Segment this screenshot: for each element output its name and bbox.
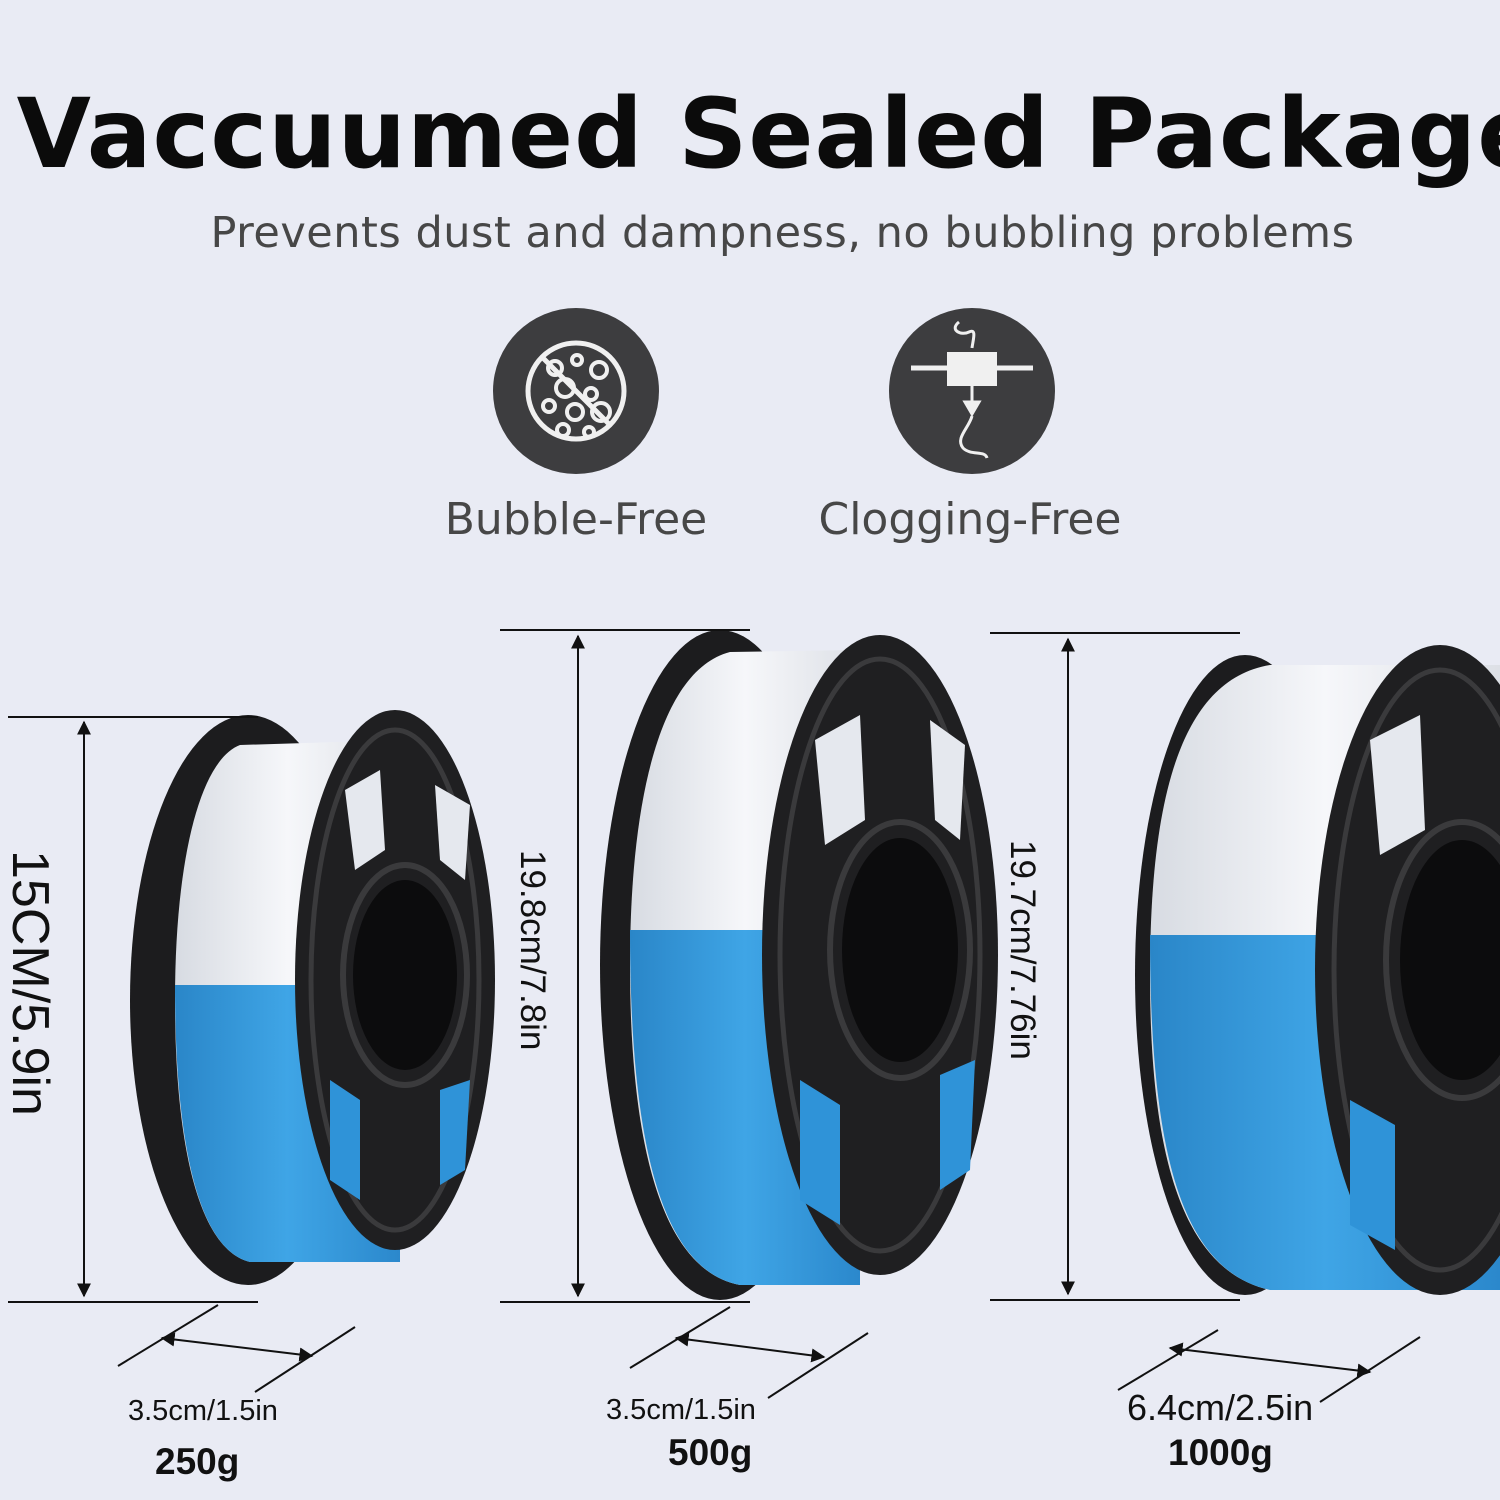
width-label-1000g: 6.4cm/2.5in <box>1127 1387 1314 1428</box>
weight-label-1000g: 1000g <box>1168 1432 1273 1473</box>
height-label-1000g: 19.7cm/7.76in <box>1003 840 1042 1060</box>
page-title: Vaccuumed Sealed Package <box>16 78 1500 190</box>
spool-250g <box>130 710 495 1285</box>
weight-label-500g: 500g <box>668 1432 753 1473</box>
height-dimensions <box>8 629 1240 1303</box>
height-label-500g: 19.8cm/7.8in <box>513 850 552 1051</box>
print-nozzle-icon <box>889 308 1055 474</box>
no-bubbles-icon <box>493 308 659 474</box>
page-subtitle: Prevents dust and dampness, no bubbling … <box>210 208 1355 258</box>
width-label-250g: 3.5cm/1.5in <box>128 1395 278 1427</box>
width-label-500g: 3.5cm/1.5in <box>606 1394 756 1426</box>
height-label-250g: 15CM/5.9in <box>1 850 59 1116</box>
width-dimensions <box>117 1304 1421 1403</box>
clogging-free-label: Clogging-Free <box>818 494 1122 545</box>
spool-500g <box>600 630 998 1300</box>
spool-1000g <box>1135 645 1500 1295</box>
bubble-free-label: Bubble-Free <box>444 494 708 545</box>
weight-label-250g: 250g <box>155 1441 240 1482</box>
